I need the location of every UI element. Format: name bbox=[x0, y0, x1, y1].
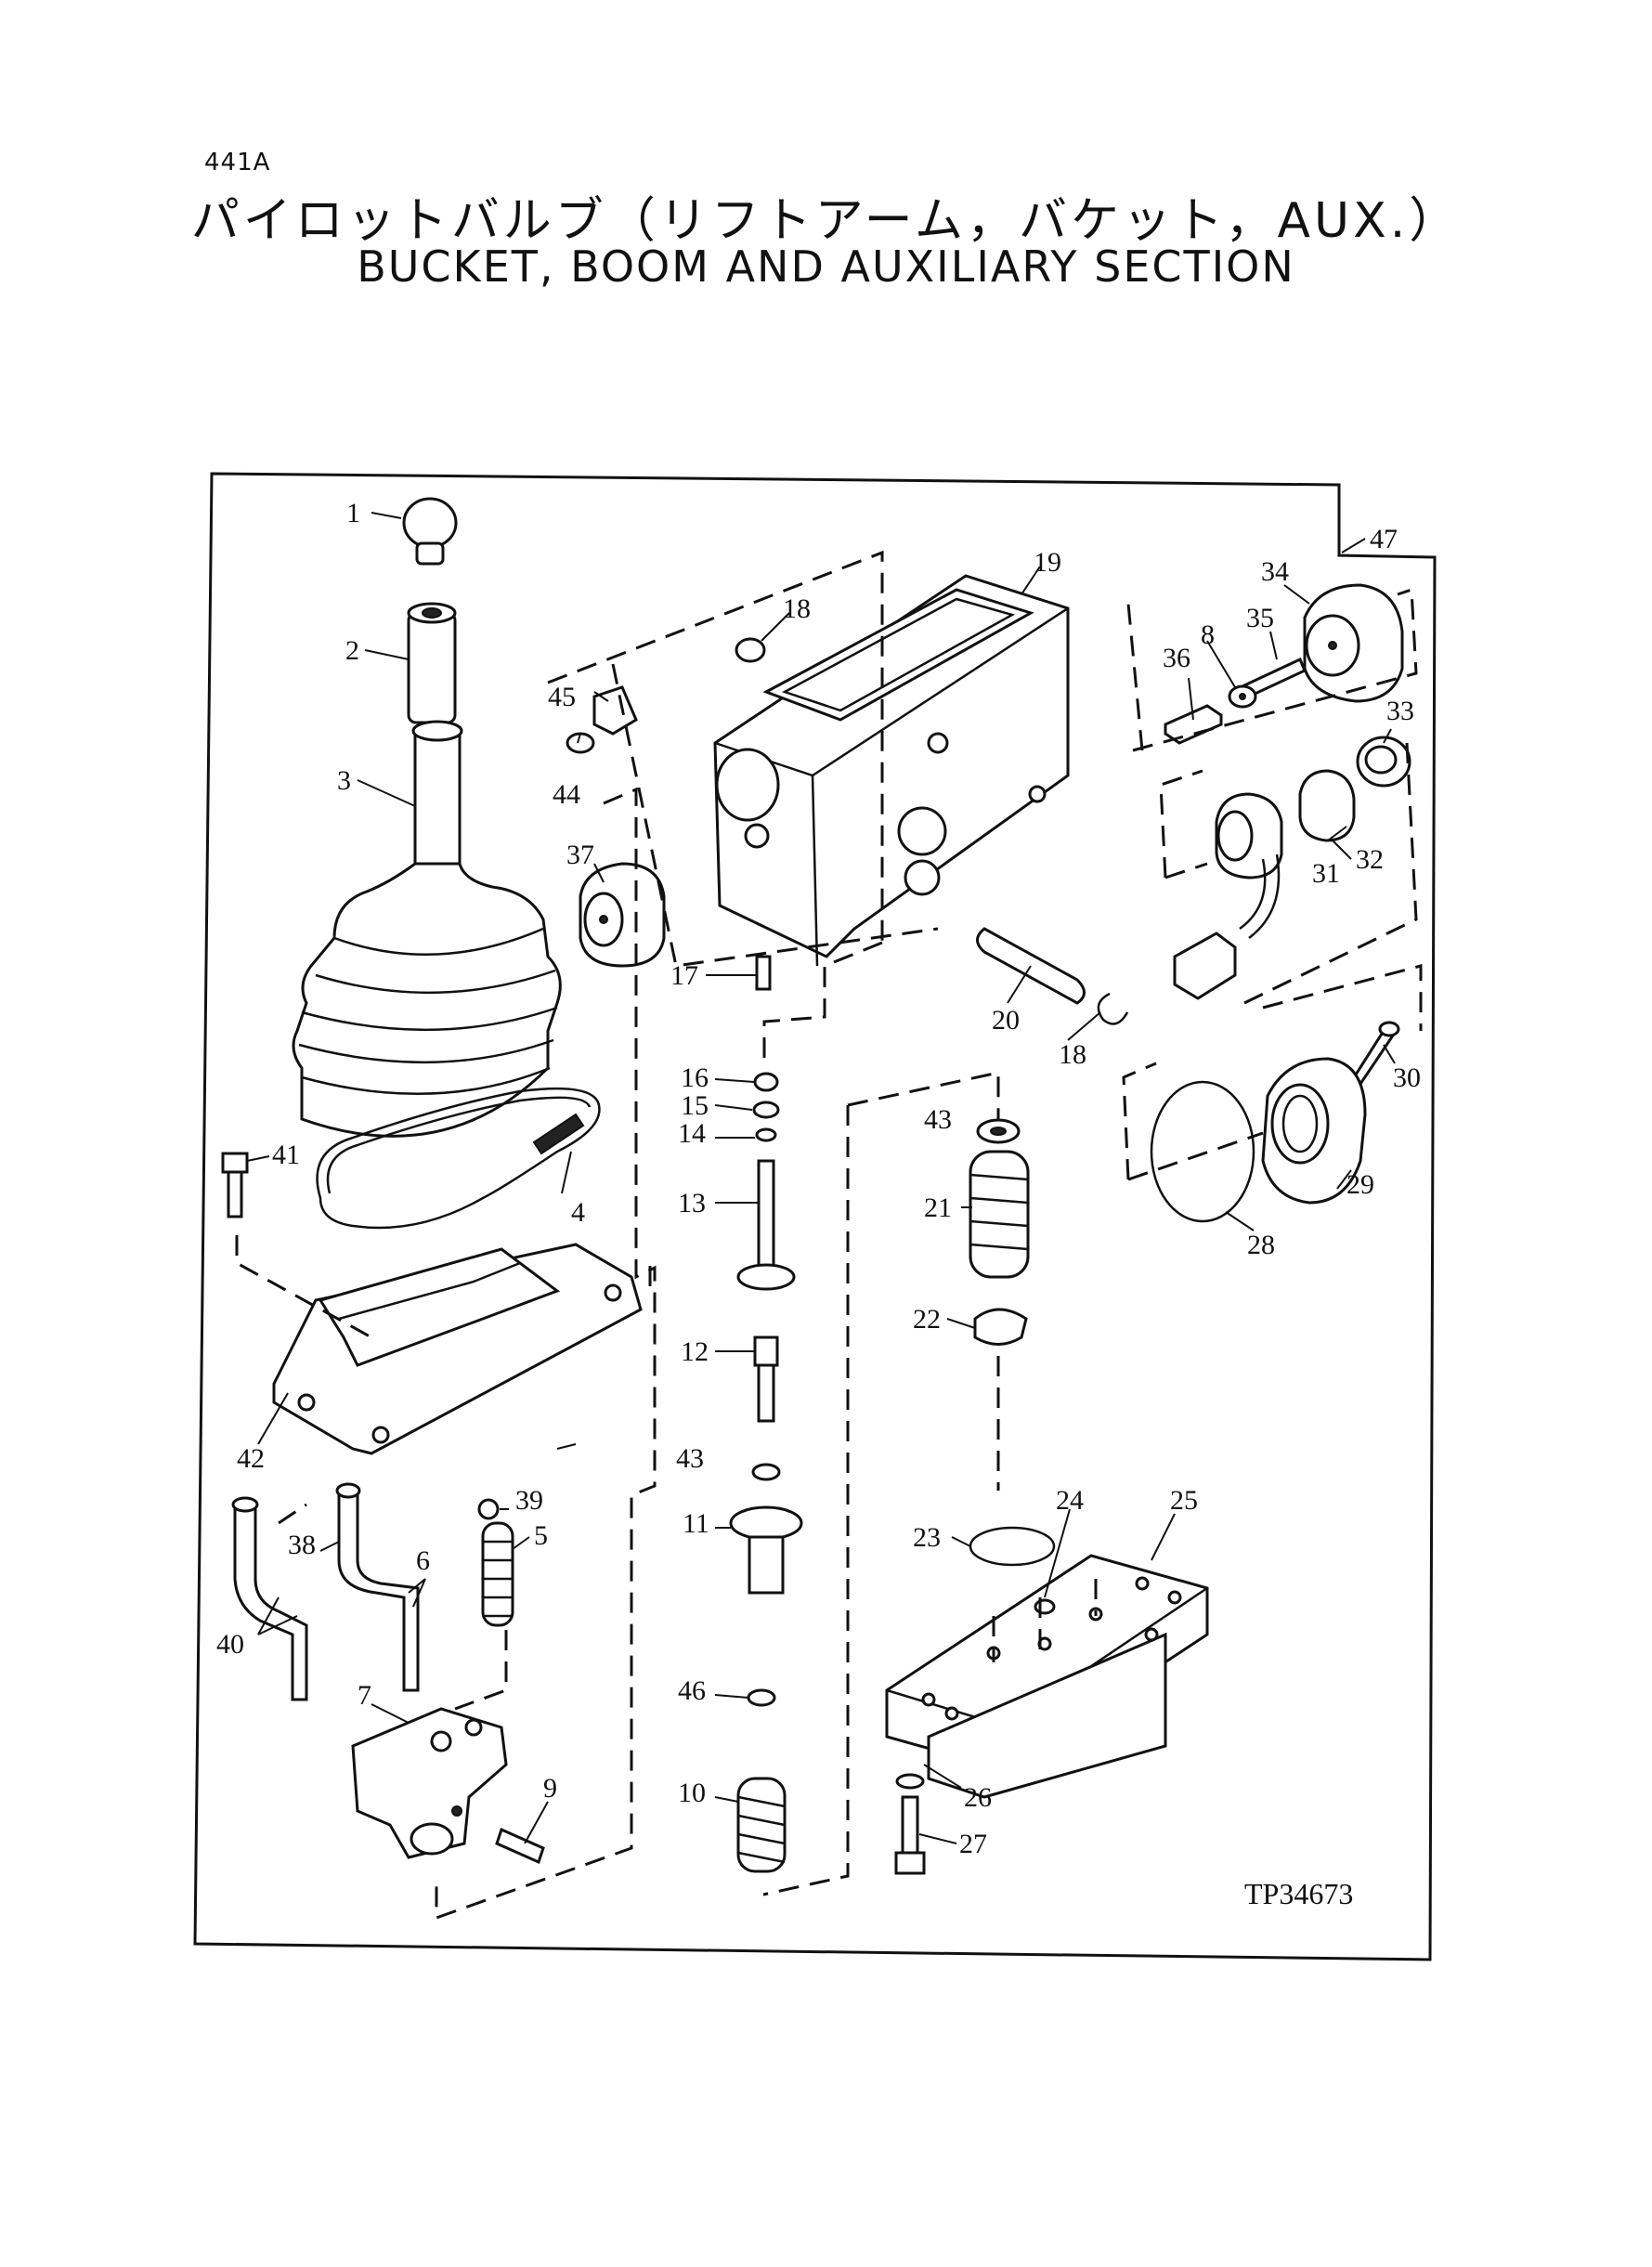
oring-part-28 bbox=[1150, 1080, 1255, 1223]
callout-12: 12 bbox=[681, 1336, 709, 1367]
callout-30: 30 bbox=[1393, 1062, 1421, 1093]
knob-part bbox=[402, 497, 458, 566]
callout-31: 31 bbox=[1312, 858, 1340, 889]
callout-15: 15 bbox=[681, 1090, 709, 1121]
flange-part-29 bbox=[1261, 1057, 1367, 1205]
callout-17: 17 bbox=[670, 960, 698, 991]
callout-24: 24 bbox=[1056, 1485, 1084, 1516]
diagram-frame bbox=[193, 472, 1437, 1961]
callout-8: 8 bbox=[1201, 619, 1215, 650]
title-japanese: パイロットバルブ（リフトアーム，バケット，AUX.） bbox=[190, 193, 1462, 249]
oring-part-top bbox=[735, 637, 766, 663]
callout-38: 38 bbox=[288, 1530, 316, 1560]
leader-lines bbox=[246, 512, 1396, 1844]
base-plate-part bbox=[272, 1243, 643, 1455]
callout-1: 1 bbox=[346, 498, 360, 528]
callout-6: 6 bbox=[416, 1545, 430, 1576]
callout-41: 41 bbox=[272, 1140, 300, 1170]
callout-22: 22 bbox=[913, 1304, 941, 1335]
callout-42: 42 bbox=[237, 1443, 265, 1474]
callout-21: 21 bbox=[924, 1192, 952, 1223]
callout-25: 25 bbox=[1170, 1485, 1198, 1516]
valve-body-part bbox=[713, 574, 1070, 967]
group-outline-right-low bbox=[1122, 964, 1423, 1181]
callout-10: 10 bbox=[678, 1778, 706, 1808]
dowel-pin-part bbox=[755, 955, 772, 991]
callout-23: 23 bbox=[913, 1522, 941, 1553]
callout-28: 28 bbox=[1247, 1230, 1275, 1260]
group-outline-center bbox=[762, 1071, 1000, 1896]
callout-20: 20 bbox=[992, 1005, 1020, 1036]
cap-part-32 bbox=[1298, 769, 1356, 842]
callout-34: 34 bbox=[1261, 556, 1289, 587]
callout-18-lower: 18 bbox=[1059, 1039, 1086, 1070]
title-english: BUCKET, BOOM AND AUXILIARY SECTION bbox=[357, 241, 1295, 292]
callout-35: 35 bbox=[1246, 603, 1274, 633]
bolt-part-left bbox=[221, 1152, 249, 1218]
washer-part-small bbox=[1228, 684, 1257, 709]
group-outline-fittings bbox=[278, 1503, 508, 1711]
cam-block-part bbox=[351, 1707, 545, 1865]
callout-7: 7 bbox=[358, 1680, 371, 1711]
coil-part-31 bbox=[1173, 792, 1283, 1000]
callout-18-top: 18 bbox=[783, 593, 811, 624]
callout-4: 4 bbox=[571, 1197, 585, 1228]
callout-40: 40 bbox=[216, 1629, 244, 1660]
cable-loop-part bbox=[316, 1087, 601, 1230]
connector-part bbox=[1164, 704, 1223, 745]
washer-part-43-right bbox=[976, 1118, 1021, 1144]
group-outline-right-mid bbox=[1159, 742, 1418, 1005]
figure-number: TP34673 bbox=[1244, 1877, 1353, 1910]
callout-19: 19 bbox=[1034, 547, 1061, 578]
callout-labels: 1 2 3 4 5 6 7 8 9 10 11 12 13 14 15 16 1… bbox=[216, 498, 1421, 1859]
callout-9: 9 bbox=[543, 1773, 557, 1804]
callout-26: 26 bbox=[964, 1782, 992, 1813]
plunger-spring-part bbox=[477, 1498, 514, 1627]
callout-43-right: 43 bbox=[924, 1104, 952, 1135]
callout-2: 2 bbox=[345, 635, 359, 666]
callout-32: 32 bbox=[1356, 844, 1384, 875]
group-outline-plate bbox=[992, 1579, 1098, 1662]
callout-3: 3 bbox=[337, 765, 351, 796]
bolt-part-27 bbox=[894, 1773, 926, 1875]
sleeve-part bbox=[407, 602, 457, 724]
group-outline-body bbox=[547, 550, 939, 1068]
callout-39: 39 bbox=[515, 1485, 543, 1516]
callout-46: 46 bbox=[678, 1675, 706, 1706]
callout-36: 36 bbox=[1163, 643, 1190, 673]
cap-part-33 bbox=[1356, 736, 1411, 788]
callout-33: 33 bbox=[1386, 696, 1414, 726]
oring-part-23 bbox=[969, 1526, 1056, 1567]
callout-27: 27 bbox=[959, 1829, 987, 1859]
callout-44: 44 bbox=[553, 779, 580, 810]
callout-29: 29 bbox=[1346, 1169, 1374, 1200]
callout-43-center: 43 bbox=[676, 1443, 704, 1474]
callout-45: 45 bbox=[548, 682, 576, 712]
spool-stack-part bbox=[729, 1072, 803, 1873]
group-outline-lever bbox=[435, 787, 657, 1921]
callout-47: 47 bbox=[1370, 524, 1398, 554]
retainer-part-22 bbox=[973, 1308, 1028, 1346]
solenoid-part-right bbox=[1303, 583, 1404, 703]
callout-13: 13 bbox=[678, 1188, 706, 1218]
callout-11: 11 bbox=[683, 1508, 709, 1539]
page-code: 441A bbox=[204, 149, 271, 176]
callout-16: 16 bbox=[681, 1062, 709, 1093]
spring-part-21 bbox=[969, 1150, 1030, 1279]
callout-37: 37 bbox=[566, 840, 594, 870]
callout-5: 5 bbox=[534, 1520, 548, 1551]
elbow-fittings-part bbox=[231, 1482, 420, 1701]
solenoid-part-left bbox=[579, 862, 666, 968]
callout-14: 14 bbox=[678, 1118, 706, 1149]
group-outline-base bbox=[235, 1235, 652, 1339]
group-outline-right-top bbox=[1122, 587, 1418, 752]
oring-part-lower bbox=[1097, 992, 1129, 1025]
lever-boot-part bbox=[292, 720, 562, 1138]
